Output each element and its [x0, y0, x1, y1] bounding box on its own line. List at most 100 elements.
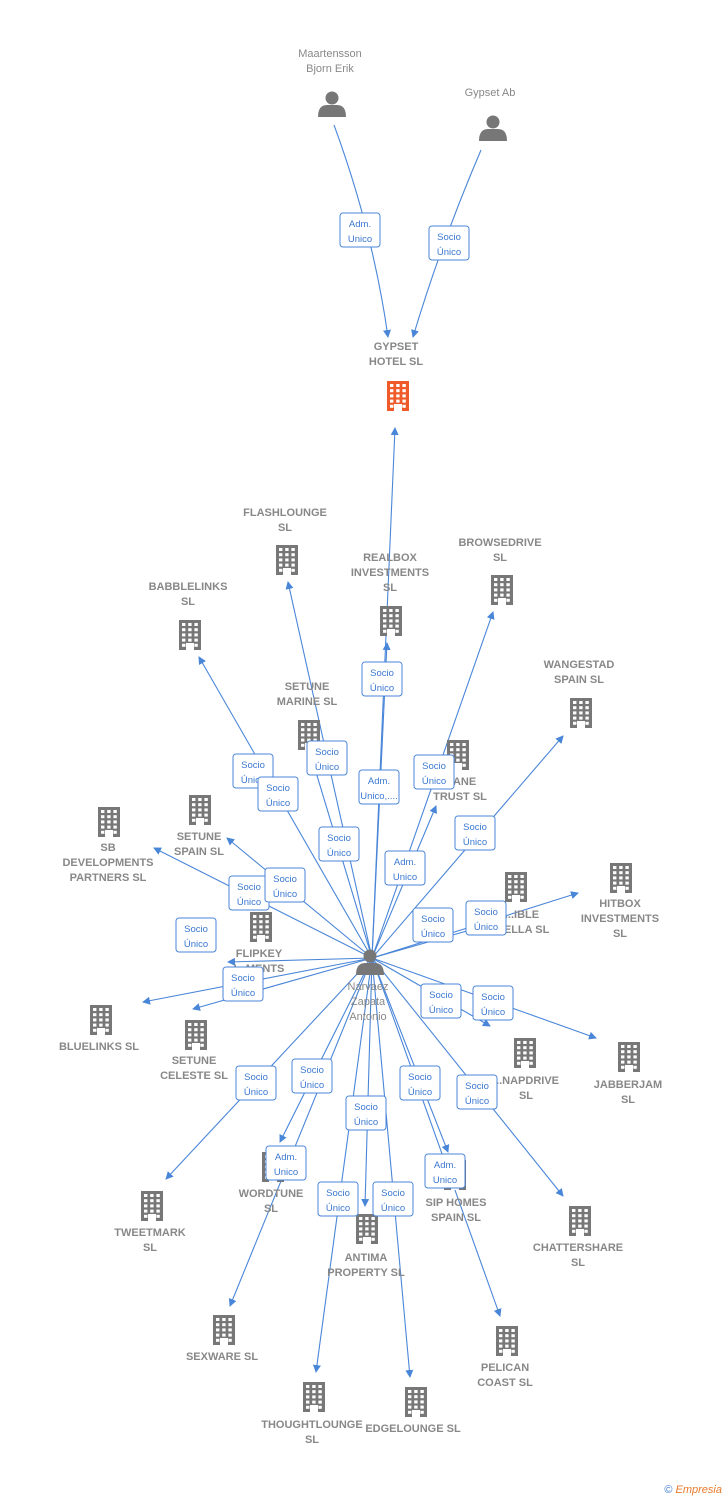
edge-narvaez-sexware [228, 957, 373, 1307]
building-icon [491, 575, 513, 605]
edge-label-sexware[interactable]: Adm.Unico [265, 1145, 307, 1181]
edge-label-text: Único [421, 929, 445, 940]
node-label-line: SL [181, 596, 195, 608]
edge-label-box [472, 985, 514, 1021]
node-label-line: Bjorn Erik [306, 63, 354, 75]
node-label-line: Antonio [349, 1011, 386, 1023]
edge-label-text: Único [266, 798, 290, 809]
edge-label-text: Adm. [275, 1152, 297, 1163]
node-label-line: Narvaez [348, 981, 389, 993]
edge-label-text: Socio [327, 833, 351, 844]
node-label-line: TRUST SL [433, 791, 487, 803]
building-icon [276, 545, 298, 575]
edge-label-text: Adm. [368, 776, 390, 787]
edge-label-box [456, 1074, 498, 1110]
node-label-line: Maartensson [298, 48, 362, 60]
edge-label-text: Socio [184, 924, 208, 935]
edge-label-text: Socio [381, 1188, 405, 1199]
node-label-line: SB [100, 842, 115, 854]
node-bluelinks[interactable]: BLUELINKS SL [59, 1005, 139, 1053]
edge-label-box [428, 225, 470, 261]
node-flipkey[interactable]: FLIPKEYI...MENTS [234, 912, 285, 975]
node-gypsetab[interactable]: Gypset Ab [465, 87, 516, 141]
node-label-line: FLASHLOUNGE [243, 507, 327, 519]
edge-label-pelican[interactable]: Adm.Unico [424, 1153, 466, 1189]
edge-label-box [420, 983, 462, 1019]
node-sexware[interactable]: SEXWARE SL [186, 1315, 258, 1363]
node-ella[interactable]: ...IBLE...ELLA SL [495, 872, 550, 936]
node-edgelounge[interactable]: EDGELOUNGE SL [365, 1387, 461, 1435]
edge-label-box [318, 826, 360, 862]
edge-label-text: Único [300, 1080, 324, 1091]
edge-narvaez-pelican [371, 957, 502, 1317]
building-icon [250, 912, 272, 942]
node-babblelinks[interactable]: BABBLELINKS SL [149, 581, 228, 650]
building-icon [356, 1214, 378, 1244]
node-label-line: SL [305, 1434, 319, 1446]
edge-label-box [306, 740, 348, 776]
building-icon [570, 698, 592, 728]
node-label-line: WANGESTAD [544, 659, 615, 671]
edge-label-trust[interactable]: Adm.Unico [384, 850, 426, 886]
person-icon [479, 115, 507, 141]
node-label-line: SL [519, 1090, 533, 1102]
edge-label-box [413, 754, 455, 790]
edge-label-box [291, 1058, 333, 1094]
node-label-line: SIP HOMES [426, 1197, 487, 1209]
building-icon [98, 807, 120, 837]
edge-label-text: Único [326, 1203, 350, 1214]
edge-label-box [424, 1153, 466, 1189]
edge-label-gypset[interactable]: Adm.Unico,.... [358, 769, 400, 805]
building-icon [514, 1038, 536, 1068]
edge-label-gypset[interactable]: Adm.Unico [339, 212, 381, 248]
node-label-line: BABBLELINKS [149, 581, 228, 593]
footer-brand[interactable]: © Empresia [664, 1484, 722, 1496]
edge-label-box [361, 661, 403, 697]
